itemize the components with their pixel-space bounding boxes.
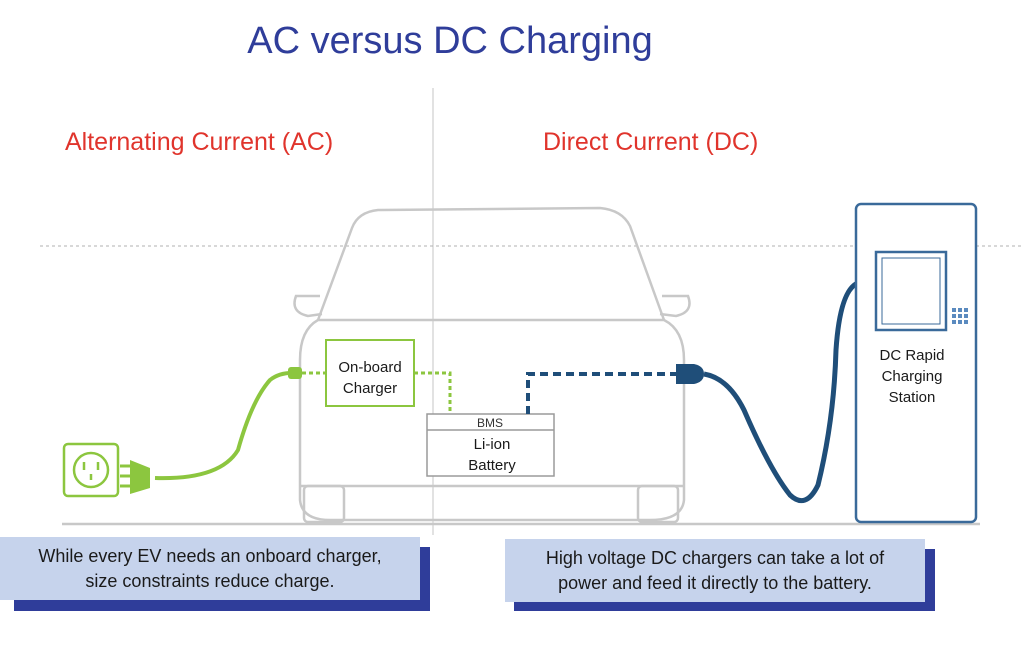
wall-outlet-icon [62,442,120,498]
battery-label-line1: Li-ion [474,436,511,453]
dc-charging-station: DC Rapid Charging Station [854,202,978,524]
charger-label-line1: On-board [338,359,401,376]
ac-caption-line1: While every EV needs an onboard charger, [38,545,382,566]
ac-inlet-plug [288,367,302,379]
dc-caption-line1: High voltage DC chargers can take a lot … [545,547,885,568]
page-title: AC versus DC Charging [247,20,653,62]
station-label-line1: DC Rapid [879,347,944,364]
station-label-line2: Charging [882,368,943,385]
ac-heading: Alternating Current (AC) [65,128,334,156]
ac-plug-icon [120,460,150,494]
ac-caption: While every EV needs an onboard charger,… [0,537,420,600]
charger-to-battery-link [414,371,452,414]
dc-cable [703,280,860,504]
battery-pack: BMS Li-ion Battery [426,413,555,477]
dc-link-dashed [526,372,680,414]
ac-caption-line2: size constraints reduce charge. [85,570,335,591]
ac-cable [154,367,328,481]
bms-label: BMS [477,416,503,430]
car-outline [293,206,691,524]
dc-connector-icon [676,364,704,384]
dc-caption: High voltage DC chargers can take a lot … [505,539,925,602]
battery-label-line2: Battery [468,457,516,474]
station-label-line3: Station [889,389,936,406]
on-board-charger-box [325,339,415,407]
keypad-icon [952,308,968,324]
charger-label-line2: Charger [343,380,397,397]
dc-heading: Direct Current (DC) [543,128,759,156]
station-screen [874,250,948,332]
dc-caption-line2: power and feed it directly to the batter… [558,572,872,593]
